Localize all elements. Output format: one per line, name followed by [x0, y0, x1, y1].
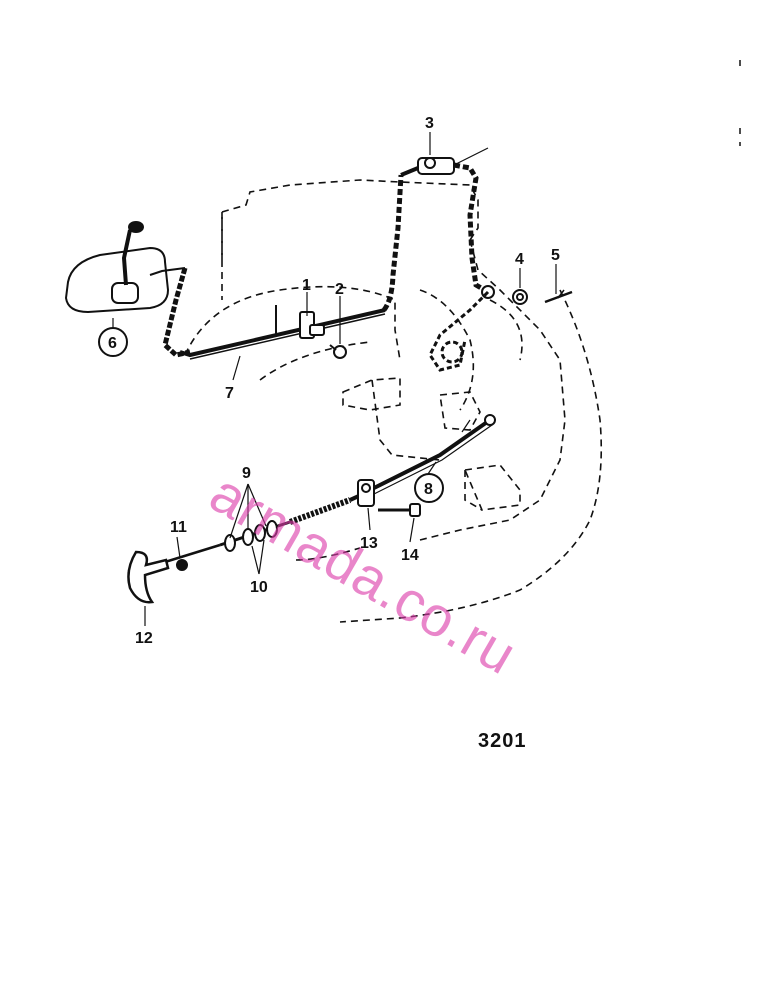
- callout-5: 5: [551, 247, 560, 264]
- cable-clamp-13-14: [357, 479, 421, 517]
- clamp-bracket: [275, 305, 347, 359]
- callout-9: 9: [242, 465, 251, 482]
- callout-7: 7: [225, 385, 234, 402]
- callout-labels: 1 2 3 4 5 6 7 8 9 10 11 12 13 14: [108, 115, 560, 647]
- callout-circle-6: [98, 327, 128, 357]
- engine-lever: [428, 290, 490, 372]
- washer-and-pin: [481, 285, 573, 305]
- callout-11: 11: [170, 519, 187, 536]
- nuts-and-washers: [176, 520, 278, 571]
- control-box: [64, 221, 186, 314]
- callout-4: 4: [515, 251, 524, 268]
- callout-14: 14: [401, 547, 419, 564]
- rod-7: [179, 174, 404, 360]
- cable-8: [369, 414, 496, 496]
- callout-6: 6: [108, 335, 117, 352]
- engine-outline: [184, 179, 603, 623]
- t-handle: [127, 550, 170, 604]
- control-cable: [162, 267, 191, 358]
- callout-8: 8: [424, 481, 433, 498]
- callout-circles: [98, 327, 444, 503]
- callout-1: 1: [302, 277, 311, 294]
- top-linkage: [400, 147, 490, 295]
- callout-circle-8: [414, 473, 444, 503]
- callout-3: 3: [425, 115, 434, 132]
- callout-2: 2: [335, 281, 344, 298]
- callout-13: 13: [360, 535, 378, 552]
- leader-lines: [112, 132, 557, 626]
- figure-number: 3201: [478, 730, 527, 752]
- callout-12: 12: [135, 630, 153, 647]
- callout-10: 10: [250, 579, 268, 596]
